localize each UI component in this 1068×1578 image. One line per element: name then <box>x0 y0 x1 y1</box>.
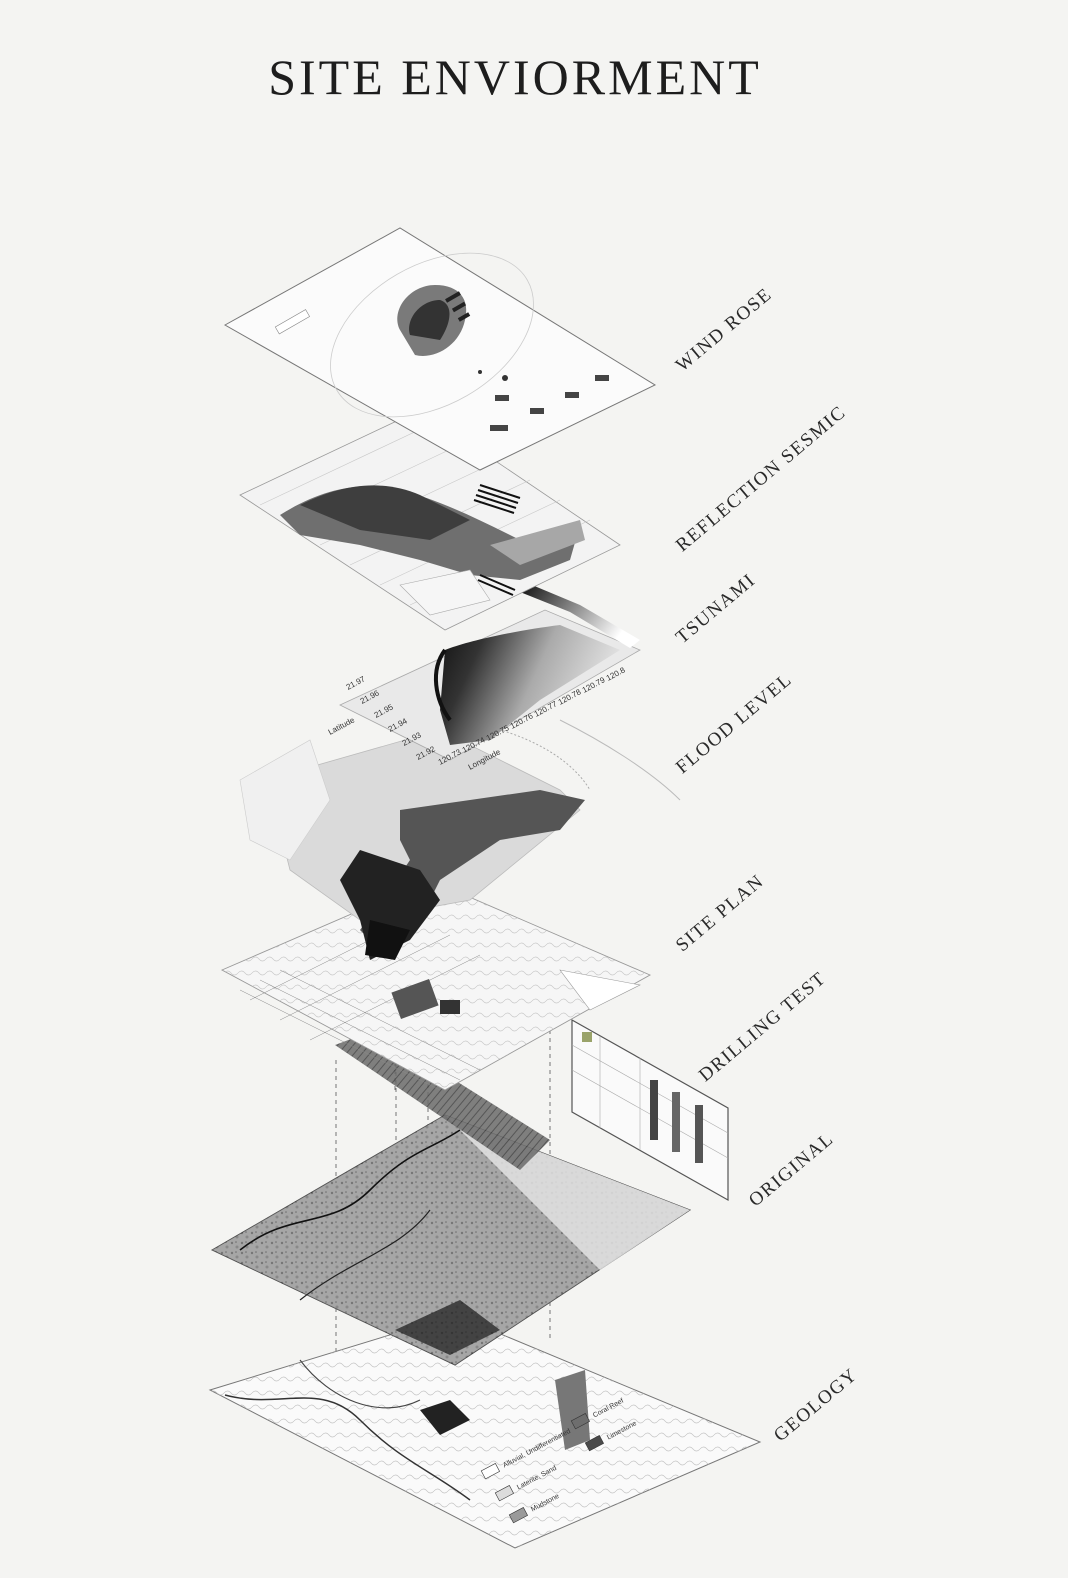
geology-legend-swatch <box>494 1485 515 1502</box>
tsunami-lat-tick: 21.97 <box>345 674 367 692</box>
layer-flood-level <box>239 719 681 960</box>
page-title: SITE ENVIORMENT <box>268 49 762 105</box>
layer-reflection-sesmic <box>239 409 621 631</box>
drilling-strip <box>335 1030 550 1170</box>
layer-wind-rose <box>223 227 657 471</box>
geology-legend-swatch <box>584 1435 605 1452</box>
geology-legend-swatch <box>508 1507 529 1524</box>
layer-drilling-test <box>571 1018 729 1202</box>
geology-legend-swatch <box>570 1413 591 1430</box>
tsunami-ylabel: Latitude <box>327 715 357 737</box>
layer-original <box>210 1114 692 1366</box>
geology-legend-swatch <box>480 1463 501 1480</box>
layer-site-plan <box>220 879 652 1091</box>
